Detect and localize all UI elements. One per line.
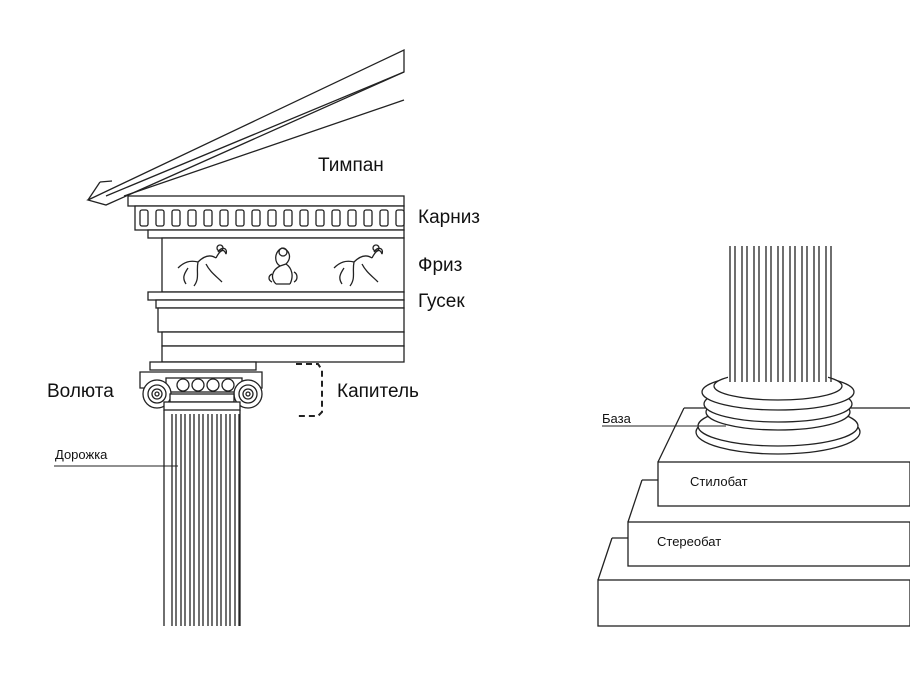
cornice-dentil xyxy=(315,209,325,227)
label-base: База xyxy=(602,411,632,426)
label-volute: Волюта xyxy=(47,381,114,402)
volute-right xyxy=(233,379,263,409)
cornice-dentil xyxy=(171,209,181,227)
cornice-dentil xyxy=(363,209,373,227)
cornice-dentil xyxy=(155,209,165,227)
label-capital: Капитель xyxy=(337,381,419,402)
frieze-relief-horse-left xyxy=(177,244,228,287)
cornice-dentil xyxy=(139,209,149,227)
label-cyma: Гусек xyxy=(418,291,465,312)
cornice-dentil xyxy=(395,209,405,227)
stylobate xyxy=(657,407,910,507)
cornice-dentil xyxy=(379,209,389,227)
capital xyxy=(139,361,263,411)
label-stylobate: Стилобат xyxy=(690,474,748,489)
architrave xyxy=(147,291,405,363)
cornice-dentil xyxy=(203,209,213,227)
cornice-dentil xyxy=(267,209,277,227)
capital-echinus xyxy=(165,377,243,393)
frieze-relief-figure-center xyxy=(268,247,298,285)
label-frieze: Фриз xyxy=(418,255,462,276)
cornice-dentil xyxy=(283,209,293,227)
capital-bracket xyxy=(296,363,323,417)
frieze xyxy=(161,237,405,293)
column-shaft-left xyxy=(163,410,241,626)
cornice-dentil xyxy=(235,209,245,227)
cornice-dentil xyxy=(219,209,229,227)
label-tympanum: Тимпан xyxy=(318,155,384,176)
column-base xyxy=(695,371,861,455)
label-stereobate: Стереобат xyxy=(657,534,721,549)
label-cornice: Карниз xyxy=(418,207,480,228)
label-flute: Дорожка xyxy=(55,447,108,462)
cornice xyxy=(127,195,405,239)
cornice-dentil xyxy=(299,209,309,227)
cornice-dentil xyxy=(187,209,197,227)
pediment xyxy=(86,48,405,206)
stereobate-step xyxy=(597,537,910,627)
cornice-dentil xyxy=(331,209,341,227)
cornice-dentil xyxy=(347,209,357,227)
column-shaft-right xyxy=(728,246,832,382)
frieze-relief-horse-right xyxy=(333,244,384,287)
cornice-dentil xyxy=(251,209,261,227)
